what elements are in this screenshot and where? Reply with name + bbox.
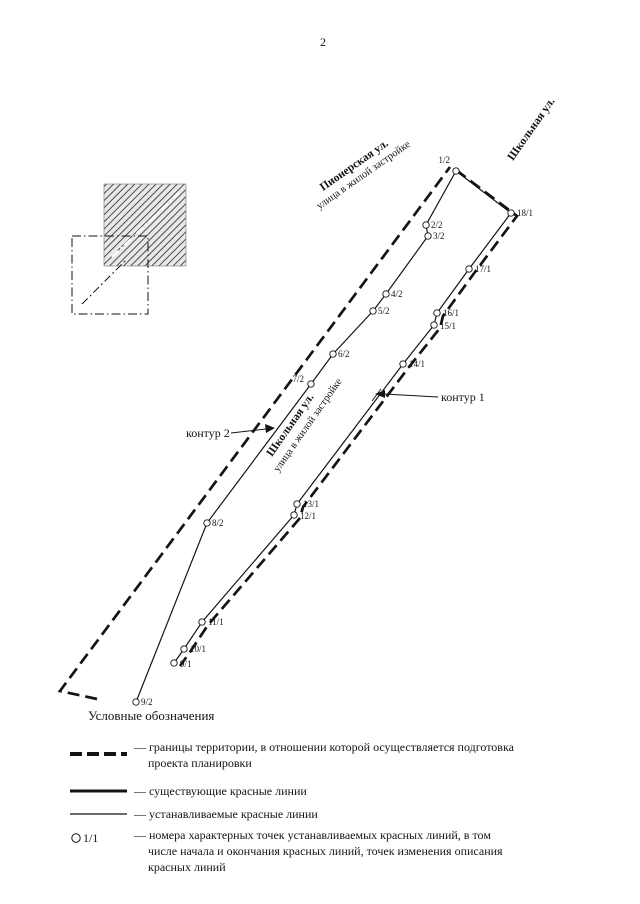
inset-street-line xyxy=(111,192,180,258)
point-label: 11/1 xyxy=(208,617,224,627)
contour1-arrowhead xyxy=(375,390,385,398)
legend-boundary-line1: — границы территории, в отношении которо… xyxy=(133,740,515,754)
survey-point: 9/2 xyxy=(132,697,153,707)
point-label: 10/1 xyxy=(190,644,206,654)
survey-point: 7/2 xyxy=(292,374,315,388)
legend-symbol-point-circle xyxy=(71,833,81,843)
legend-title: Условные обозначения xyxy=(88,708,214,723)
point-label: 9/1 xyxy=(180,659,192,669)
survey-point: 13/1 xyxy=(293,499,319,509)
point-label: 16/1 xyxy=(443,308,459,318)
contour2-arrowhead xyxy=(265,424,275,433)
survey-point: 1/2 xyxy=(438,155,460,175)
street-name: Школьная ул. xyxy=(506,96,558,163)
point-label: 17/1 xyxy=(475,264,491,274)
survey-point: 8/2 xyxy=(203,518,224,528)
inset-map xyxy=(71,183,187,315)
point-label: 18/1 xyxy=(517,208,533,218)
territory-boundary-contour1 xyxy=(178,168,519,667)
survey-point: 18/1 xyxy=(507,208,533,218)
street-label-pionerskaya: Пионерская ул. улица в жилой застройке xyxy=(315,137,413,212)
contour2-label: контур 2 xyxy=(186,426,230,440)
red-line-contour1 xyxy=(173,170,512,664)
page-number: 2 xyxy=(320,35,326,49)
survey-point: 2/2 xyxy=(422,220,443,230)
point-label: 5/2 xyxy=(378,306,390,316)
survey-point: 3/2 xyxy=(424,231,445,241)
legend-established-red-lines: — устанавливаемые красные линии xyxy=(133,807,318,821)
survey-point: 16/1 xyxy=(433,308,459,318)
contour1-tick xyxy=(371,388,382,402)
inset-street-line-continuation xyxy=(81,259,127,305)
survey-point: 17/1 xyxy=(465,264,491,274)
point-label: 9/2 xyxy=(141,697,153,707)
point-label: 1/2 xyxy=(438,155,450,165)
point-label: 15/1 xyxy=(440,321,456,331)
street-label-shkolnaya-top: Школьная ул. xyxy=(506,96,558,163)
point-label: 13/1 xyxy=(303,499,319,509)
legend-point-numbers-line2: числе начала и окончания красных линий, … xyxy=(148,844,503,858)
point-label: 12/1 xyxy=(300,511,316,521)
point-label: 6/2 xyxy=(338,349,350,359)
point-label: 2/2 xyxy=(431,220,443,230)
contour1-callout: контур 1 xyxy=(371,388,485,404)
survey-point: 15/1 xyxy=(430,321,456,331)
survey-point: 12/1 xyxy=(290,511,316,521)
survey-point: 11/1 xyxy=(198,617,224,627)
legend-boundary-line2: проекта планировки xyxy=(148,756,252,770)
survey-point: 14/1 xyxy=(399,359,425,369)
survey-point: 9/1 xyxy=(170,659,192,669)
survey-point: 6/2 xyxy=(329,349,350,359)
legend-point-symbol-label: 1/1 xyxy=(83,831,98,845)
survey-point: 4/2 xyxy=(382,289,403,299)
survey-point: 5/2 xyxy=(369,306,390,316)
inset-boundary-rect xyxy=(71,235,149,315)
legend-point-numbers-line1: — номера характерных точек устанавливаем… xyxy=(133,828,491,842)
point-label: 3/2 xyxy=(433,231,445,241)
legend: Условные обозначения — границы территори… xyxy=(70,708,515,874)
contour1-label: контур 1 xyxy=(441,390,485,404)
point-label: 4/2 xyxy=(391,289,403,299)
legend-point-numbers-line3: красных линий xyxy=(148,860,226,874)
point-label: 14/1 xyxy=(409,359,425,369)
survey-point: 10/1 xyxy=(180,644,206,654)
point-label: 8/2 xyxy=(212,518,224,528)
legend-existing-red-lines: — существующие красные линии xyxy=(133,784,307,798)
point-label: 7/2 xyxy=(292,374,304,384)
territory-boundary-contour2 xyxy=(57,166,452,701)
contour2-callout: контур 2 xyxy=(186,424,275,440)
